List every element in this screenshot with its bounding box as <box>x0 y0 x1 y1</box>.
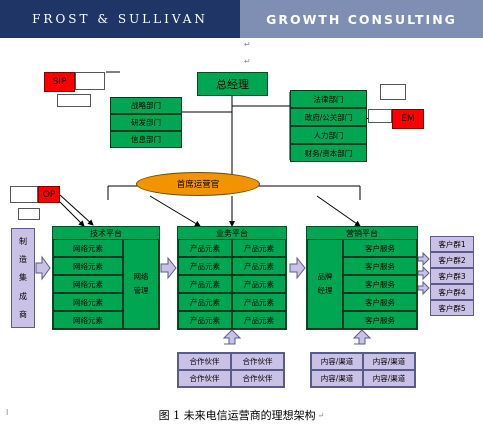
customer-group-5: 客户群5 <box>430 300 474 316</box>
left-departments-group: 战略部门 研发部门 信息部门 <box>110 97 182 148</box>
partner-cell: 合作伙伴 <box>178 353 231 370</box>
arrow-right-manufacturer <box>35 255 51 281</box>
customer-group-4: 客户群4 <box>430 284 474 300</box>
arrow-customer-4 <box>417 280 430 296</box>
arrow-customer-1 <box>417 251 430 267</box>
dept-government-pr: 政府/公关部门 <box>290 108 367 126</box>
em-tag: EM <box>392 109 424 129</box>
growth-consulting-banner: GROWTH CONSULTING <box>240 0 483 38</box>
figure-caption: 图 1 未来电信运营商的理想架构 ↵ <box>0 406 483 424</box>
em-blank-box <box>380 84 406 100</box>
tech-platform-title: 技术平台 <box>90 228 122 238</box>
sp-sub-box <box>57 94 91 107</box>
dept-rnd: 研发部门 <box>110 114 182 131</box>
manufacturer-char: 制 <box>19 237 27 247</box>
dept-information: 信息部门 <box>110 131 182 148</box>
sp-blank-box <box>75 72 105 90</box>
network-element-cell: 网络元素 <box>53 275 123 293</box>
arrow-right-biz <box>289 256 306 280</box>
dept-strategy: 战略部门 <box>110 97 182 114</box>
content-channel-cell: 内容/渠道 <box>311 353 363 370</box>
cursor-mark: I <box>6 408 9 417</box>
customer-group-3: 客户群3 <box>430 268 474 284</box>
arrow-up-content <box>352 329 372 345</box>
network-element-cell: 网络元素 <box>53 239 123 257</box>
op-blank-box <box>10 186 38 203</box>
product-element-cell: 产品元素 <box>232 293 286 311</box>
dept-legal: 法律部门 <box>290 90 367 108</box>
business-platform-title: 业务平台 <box>216 228 248 238</box>
general-manager-node: 总经理 <box>197 72 268 96</box>
product-element-cell: 产品元素 <box>178 275 232 293</box>
marketing-platform: 营销平台 品牌经理 客户服务 客户服务 客户服务 客户服务 客户服务 <box>306 226 418 330</box>
partner-cell: 合作伙伴 <box>231 370 284 387</box>
customer-service-cell: 客户服务 <box>343 257 417 275</box>
return-mark: ↵ <box>317 410 325 420</box>
business-platform: 业务平台 产品元素 产品元素 产品元素 产品元素 产品元素 产品元素 产品元素 … <box>177 226 287 330</box>
product-element-cell: 产品元素 <box>232 275 286 293</box>
content-channel-cell: 内容/渠道 <box>363 353 415 370</box>
tech-platform: 技术平台 网络元素 网络元素 网络元素 网络元素 网络元素 网络管理 <box>52 226 160 330</box>
em-side-box <box>368 109 392 123</box>
manufacturer-char: 造 <box>19 255 27 265</box>
manufacturer-char: 集 <box>19 273 27 283</box>
network-element-cell: 网络元素 <box>53 311 123 329</box>
network-element-cell: 网络元素 <box>53 293 123 311</box>
customer-service-cell: 客户服务 <box>343 311 417 329</box>
dept-hr: 人力部门 <box>290 126 367 144</box>
dept-finance-capital: 财务/资本部门 <box>290 144 367 162</box>
content-channel-cell: 内容/渠道 <box>311 370 363 387</box>
partner-cell: 合作伙伴 <box>178 370 231 387</box>
return-mark: ↵ <box>244 40 251 49</box>
figure-caption-text: 图 1 未来电信运营商的理想架构 <box>158 409 316 422</box>
arrow-customer-3 <box>417 265 430 281</box>
frost-sullivan-banner: FROST & SULLIVAN <box>0 0 240 38</box>
customer-group-1: 客户群1 <box>430 236 474 252</box>
customer-service-cell: 客户服务 <box>343 275 417 293</box>
sp-tag: SIP <box>44 72 75 92</box>
product-element-cell: 产品元素 <box>178 293 232 311</box>
network-element-cell: 网络元素 <box>53 257 123 275</box>
right-departments-group: 法律部门 政府/公关部门 人力部门 财务/资本部门 <box>290 90 367 162</box>
arrow-right-tech <box>160 256 177 280</box>
coo-ellipse: 首席运营官 <box>136 172 260 196</box>
product-element-cell: 产品元素 <box>178 257 232 275</box>
product-element-cell: 产品元素 <box>232 311 286 329</box>
partners-grid: 合作伙伴 合作伙伴 合作伙伴 合作伙伴 <box>177 352 285 388</box>
customer-groups: 客户群1 客户群2 客户群3 客户群4 客户群5 <box>430 236 474 316</box>
op-tag: OP <box>38 186 60 203</box>
return-mark: ↵ <box>244 57 251 66</box>
content-channel-cell: 内容/渠道 <box>363 370 415 387</box>
customer-service-cell: 客户服务 <box>343 239 417 257</box>
product-element-cell: 产品元素 <box>178 311 232 329</box>
customer-service-cell: 客户服务 <box>343 293 417 311</box>
partner-cell: 合作伙伴 <box>231 353 284 370</box>
manufacturer-char: 商 <box>19 309 27 319</box>
customer-group-2: 客户群2 <box>430 252 474 268</box>
manufacturer-char: 成 <box>19 291 27 301</box>
network-management-cell: 网络管理 <box>123 239 159 329</box>
product-element-cell: 产品元素 <box>178 239 232 257</box>
arrow-up-partners <box>222 329 242 345</box>
product-element-cell: 产品元素 <box>232 239 286 257</box>
content-channels-grid: 内容/渠道 内容/渠道 内容/渠道 内容/渠道 <box>310 352 416 388</box>
op-sub-box <box>18 208 40 220</box>
manufacturer-integrator-box: 制 造 集 成 商 <box>11 228 35 328</box>
product-element-cell: 产品元素 <box>232 257 286 275</box>
brand-manager-cell: 品牌经理 <box>307 239 343 329</box>
marketing-platform-title: 营销平台 <box>346 228 378 238</box>
